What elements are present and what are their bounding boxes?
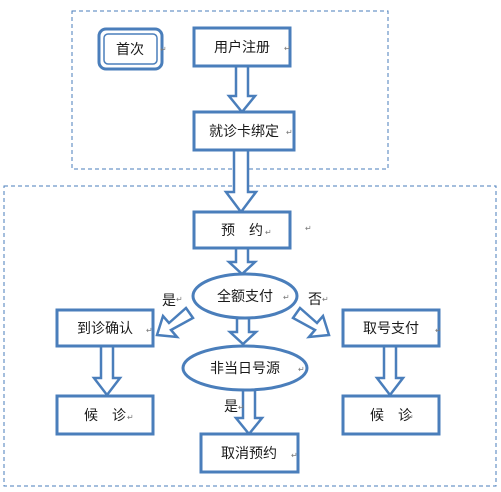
- node-home-label: 首次: [116, 42, 144, 58]
- paragraph-mark: ↵: [435, 326, 442, 335]
- paragraph-mark: ↵: [298, 365, 305, 374]
- arrow-payment-to-takenumber: [291, 306, 331, 339]
- arrow-reserve-to-payment: [225, 246, 259, 276]
- paragraph-mark: ↵: [146, 326, 153, 335]
- node-bind-card-label: 就诊卡绑定: [209, 124, 279, 140]
- node-not-same-day-label: 非当日号源: [210, 361, 280, 377]
- node-register: 用户注册: [192, 26, 292, 68]
- arrow-bind-to-reserve: [223, 148, 259, 215]
- paragraph-mark: ↵: [265, 228, 272, 237]
- arrow-register-to-bind: [226, 64, 258, 114]
- node-register-label: 用户注册: [214, 39, 270, 56]
- edge-label-yes-bottom: 是: [224, 399, 238, 415]
- paragraph-mark: ↵: [176, 295, 183, 304]
- paragraph-mark: ↵: [407, 413, 414, 422]
- node-reserve: 预 约: [192, 210, 292, 250]
- node-home: 首次: [97, 27, 164, 71]
- node-wait-right: 候 诊: [341, 394, 441, 436]
- node-cancel: 取消预约: [199, 432, 300, 474]
- paragraph-marks: ↵ ↵ ↵ ↵ ↵ ↵ ↵ ↵ ↵ ↵ ↵ ↵ ↵ ↵ ↵: [127, 44, 442, 460]
- paragraph-mark: ↵: [286, 128, 293, 137]
- node-wait-right-label: 候 诊: [370, 408, 412, 424]
- node-full-payment-label: 全额支付: [217, 288, 273, 305]
- paragraph-mark: ↵: [160, 45, 167, 54]
- edge-label-no-right: 否: [308, 292, 322, 308]
- top-group-frame: [71, 10, 389, 170]
- node-confirm-visit-label: 到诊确认: [77, 321, 133, 337]
- node-wait-left: 候 诊: [55, 394, 155, 436]
- arrow-payment-to-notsameday: [226, 316, 260, 346]
- paragraph-mark: ↵: [127, 413, 134, 422]
- arrow-confirm-to-wait: [91, 344, 123, 398]
- node-take-number-pay: 取号支付: [341, 308, 441, 348]
- paragraph-mark: ↵: [238, 403, 245, 412]
- edge-label-yes-left: 是: [162, 293, 176, 309]
- node-take-number-pay-label: 取号支付: [363, 321, 419, 337]
- node-bind-card: 就诊卡绑定: [192, 110, 296, 152]
- paragraph-mark: ↵: [322, 295, 329, 304]
- paragraph-mark: ↵: [284, 44, 291, 53]
- node-full-payment: 全额支付: [191, 272, 299, 320]
- arrow-payment-to-confirm: [155, 306, 195, 339]
- paragraph-mark: ↵: [291, 451, 298, 460]
- node-not-same-day: 非当日号源: [181, 344, 309, 392]
- paragraph-mark: ↵: [283, 293, 290, 302]
- node-wait-left-label: 候 诊: [84, 408, 126, 424]
- node-reserve-label: 预 约: [221, 223, 263, 239]
- paragraph-mark: ↵: [305, 224, 312, 233]
- arrow-notsameday-to-cancel: [233, 388, 265, 436]
- node-confirm-visit: 到诊确认: [55, 308, 155, 348]
- arrow-takenumber-to-wait: [374, 344, 406, 398]
- bottom-group-frame: [3, 185, 497, 487]
- node-cancel-label: 取消预约: [221, 446, 277, 462]
